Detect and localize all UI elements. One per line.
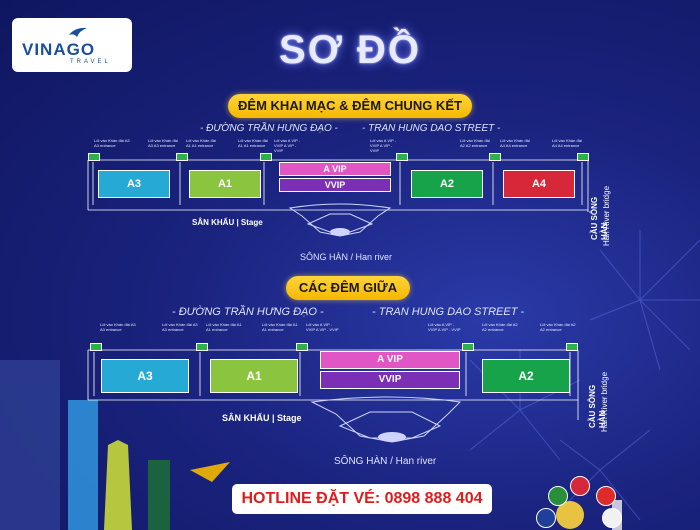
zone-a1[interactable]: A1	[189, 170, 261, 198]
gate-label: Lối vào Khán đài A1 A1 entrance	[238, 138, 268, 148]
gate-label: Lối vào Khán đài A3 A3 entrance	[148, 138, 178, 148]
gate-sign-icon	[462, 343, 474, 351]
bridge-label-en: Han River bridge	[600, 371, 609, 432]
flag-icon	[602, 508, 622, 528]
river-label: SÔNG HÀN / Han river	[300, 252, 393, 262]
section1-banner: ĐÊM KHAI MẠC & ĐÊM CHUNG KẾT	[228, 94, 472, 118]
gate-label: Lối vào Khán đài A1 A1 entrance	[262, 322, 298, 332]
zone-a3[interactable]: A3	[98, 170, 170, 198]
gate-label: Lối vào A VIP - VVIP A VIP - VVIP	[306, 322, 339, 332]
flag-icon	[596, 486, 616, 506]
flag-icon	[548, 486, 568, 506]
zone-a2[interactable]: A2	[482, 359, 570, 393]
gate-sign-icon	[396, 153, 408, 161]
gate-label: Lối vào Khán đài A4 A4 entrance	[500, 138, 530, 148]
gate-sign-icon	[88, 153, 100, 161]
section2-street-en: - TRAN HUNG DAO STREET -	[372, 306, 525, 318]
zone-a-vip[interactable]: A VIP	[320, 351, 460, 369]
gate-label: Lối vào Khán đài A3 A3 entrance	[162, 322, 198, 332]
gate-sign-icon	[260, 153, 272, 161]
gate-sign-icon	[176, 153, 188, 161]
gate-label: Lối vào A VIP - VVIP A VIP - VVIP	[370, 138, 397, 153]
gate-sign-icon	[196, 343, 208, 351]
stage-label: SÂN KHẤU | Stage	[222, 413, 302, 423]
page-title: SƠ ĐỒ	[279, 28, 421, 72]
gate-label: Lối vào Khán đài A1 A1 entrance	[206, 322, 242, 332]
gate-label: Lối vào Khán đài A2 A2 entrance	[482, 322, 518, 332]
zone-a-vip[interactable]: A VIP	[279, 162, 391, 176]
gate-sign-icon	[296, 343, 308, 351]
section1-street-en: - TRAN HUNG DAO STREET -	[362, 123, 501, 134]
flag-icon	[536, 508, 556, 528]
hotline-banner[interactable]: HOTLINE ĐẶT VÉ: 0898 888 404	[232, 484, 492, 514]
section2-banner: CÁC ĐÊM GIỮA	[286, 276, 410, 300]
gate-label: Lối vào A VIP - VVIP A VIP - VVIP	[274, 138, 301, 153]
stage-label: SÂN KHẤU | Stage	[192, 218, 263, 227]
gate-sign-icon	[489, 153, 501, 161]
flag-icon	[570, 476, 590, 496]
section2-street-vn: - ĐƯỜNG TRẦN HƯNG ĐẠO -	[172, 306, 324, 318]
gate-label: Lối vào Khán đài A2 A2 entrance	[540, 322, 576, 332]
river-label: SÔNG HÀN / Han river	[334, 456, 437, 467]
vinago-logo: VINAGO TRAVEL	[12, 18, 132, 72]
gate-label: Lối vào Khán đài A3 A3 entrance	[100, 322, 136, 332]
logo-brand: VINAGO	[22, 40, 96, 59]
zone-a1[interactable]: A1	[210, 359, 298, 393]
section1-street-vn: - ĐƯỜNG TRẦN HƯNG ĐẠO -	[200, 123, 338, 134]
bird-icon	[69, 27, 87, 37]
zone-vvip[interactable]: VVIP	[320, 371, 460, 389]
gate-label: Lối vào Khán đài A2 A2 entrance	[460, 138, 490, 148]
gate-label: Lối vào A VIP - VVIP A VIP - VVIP	[428, 322, 461, 332]
zone-a4[interactable]: A4	[503, 170, 575, 198]
zone-a2[interactable]: A2	[411, 170, 483, 198]
gate-label: Lối vào Khán đài A4 A4 entrance	[552, 138, 582, 148]
zone-vvip[interactable]: VVIP	[279, 178, 391, 192]
gate-sign-icon	[90, 343, 102, 351]
logo-tagline: TRAVEL	[70, 59, 111, 65]
gate-sign-icon	[577, 153, 589, 161]
zone-a3[interactable]: A3	[101, 359, 189, 393]
gate-sign-icon	[566, 343, 578, 351]
gate-label: Lối vào Khán đài A3 A3 entrance	[94, 138, 130, 148]
gate-label: Lối vào Khán đài A1 A1 entrance	[186, 138, 216, 148]
